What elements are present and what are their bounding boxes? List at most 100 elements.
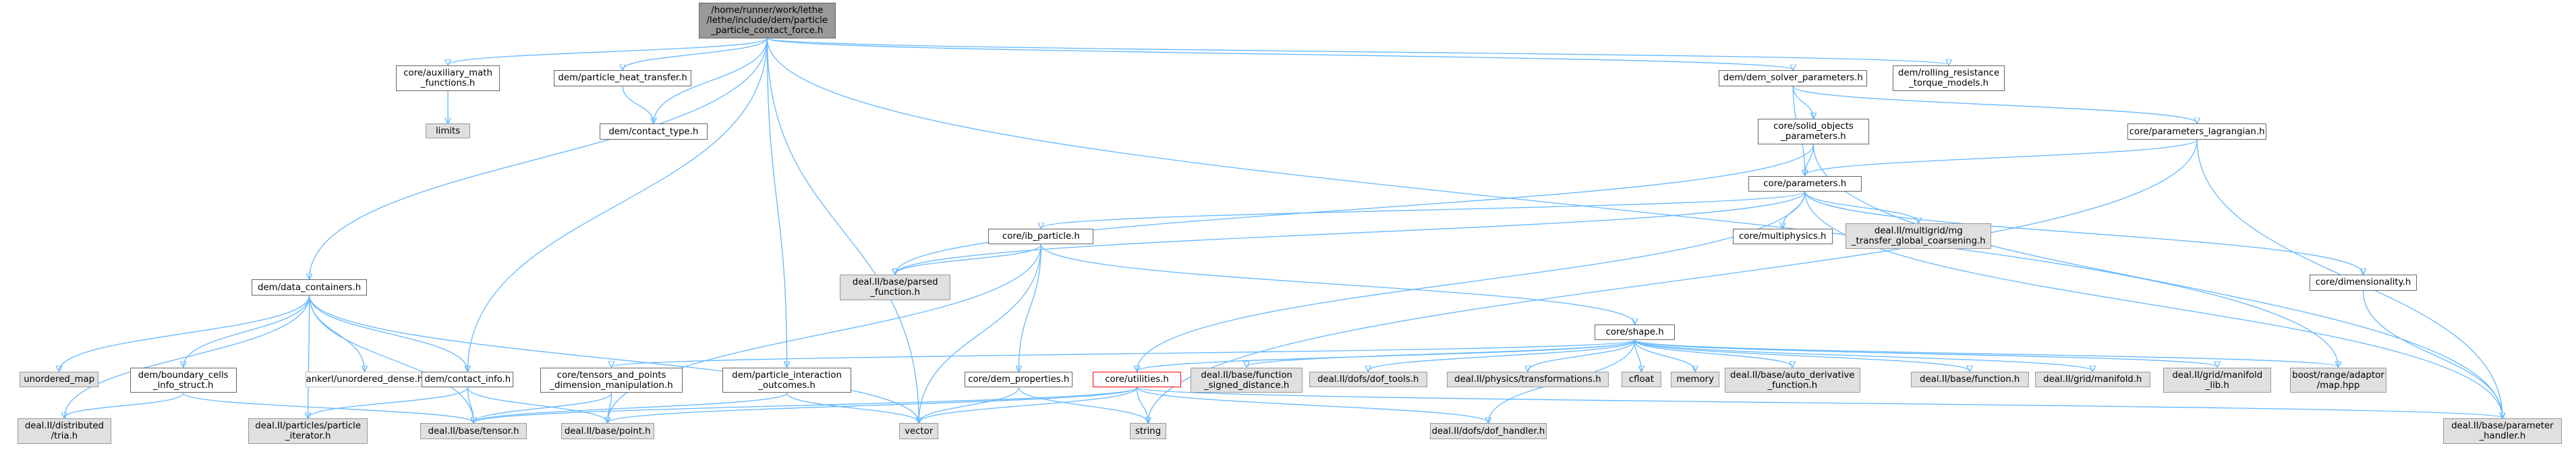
edge-util-to-tensor bbox=[474, 387, 1138, 422]
edge-dc-to-tensor bbox=[308, 295, 474, 423]
node-pfunc[interactable]: deal.II/base/parsed _function.h bbox=[840, 275, 950, 300]
edge-pio-to-tensor bbox=[474, 392, 788, 423]
node-unmap[interactable]: unordered_map bbox=[20, 372, 99, 388]
node-limits[interactable]: limits bbox=[425, 123, 471, 138]
node-autoder[interactable]: deal.II/base/auto_derivative _function.h bbox=[1725, 367, 1860, 393]
edge-util-to-point bbox=[608, 387, 1138, 422]
node-string[interactable]: string bbox=[1129, 423, 1167, 439]
node-mgt[interactable]: deal.II/multigrid/mg _transfer_global_co… bbox=[1845, 223, 1992, 249]
edge-params-to-mgt bbox=[1804, 191, 1918, 223]
node-memory[interactable]: memory bbox=[1671, 372, 1720, 388]
node-label: deal.II/base/auto_derivative _function.h bbox=[1730, 370, 1855, 391]
node-boost[interactable]: boost/range/adaptor /map.hpp bbox=[2290, 367, 2386, 393]
node-dof[interactable]: deal.II/dofs/dof_tools.h bbox=[1309, 372, 1427, 388]
node-util[interactable]: core/utilities.h bbox=[1093, 372, 1181, 388]
edge-util-to-vector bbox=[919, 387, 1138, 422]
node-label: deal.II/grid/manifold _lib.h bbox=[2172, 370, 2263, 391]
node-dimen[interactable]: core/dimensionality.h bbox=[2309, 275, 2417, 291]
edge-params-to-dimen bbox=[1804, 191, 2364, 274]
node-label: deal.II/dofs/dof_handler.h bbox=[1431, 426, 1545, 437]
edge-bci-to-dtria bbox=[64, 393, 184, 418]
edge-ibp-to-demprop bbox=[1019, 244, 1042, 371]
node-label: limits bbox=[435, 125, 461, 136]
node-label: core/tensors_and_points _dimension_manip… bbox=[550, 370, 673, 391]
edge-dc-to-unmap bbox=[59, 295, 310, 371]
edge-dc-to-vector bbox=[308, 295, 919, 423]
node-label: memory bbox=[1676, 374, 1714, 385]
edge-root-to-boost bbox=[766, 38, 2338, 367]
node-ankerl[interactable]: ankerl/unordered_dense.h bbox=[305, 372, 424, 388]
node-label: vector bbox=[905, 426, 934, 437]
edge-shape-to-fsd bbox=[1247, 339, 1636, 366]
node-pio[interactable]: dem/particle_interaction _outcomes.h bbox=[722, 367, 851, 393]
node-label: core/dem_properties.h bbox=[968, 374, 1070, 385]
node-multiphys[interactable]: core/multiphysics.h bbox=[1732, 228, 1833, 245]
node-plag[interactable]: core/parameters_lagrangian.h bbox=[2127, 123, 2267, 140]
edge-shape-to-tpdm bbox=[612, 339, 1636, 366]
node-demprop[interactable]: core/dem_properties.h bbox=[965, 372, 1073, 388]
edge-root-to-ctype bbox=[654, 38, 768, 123]
node-label: core/shape.h bbox=[1605, 327, 1664, 338]
node-vector[interactable]: vector bbox=[899, 423, 939, 439]
edge-sop-to-phand bbox=[1812, 144, 2502, 418]
edge-ibp-to-vector bbox=[919, 244, 1042, 422]
node-tpdm[interactable]: core/tensors_and_points _dimension_manip… bbox=[540, 367, 683, 393]
edge-root-to-rrt bbox=[766, 38, 1949, 65]
node-phys[interactable]: deal.II/physics/transformations.h bbox=[1447, 372, 1609, 388]
node-dofh[interactable]: deal.II/dofs/dof_handler.h bbox=[1429, 423, 1547, 439]
edge-dimen-to-phand bbox=[2362, 290, 2502, 418]
edge-dsp-to-plag bbox=[1792, 86, 2197, 123]
edge-shape-to-gmani bbox=[1634, 339, 2093, 371]
node-gmanil[interactable]: deal.II/grid/manifold _lib.h bbox=[2163, 367, 2272, 393]
node-point[interactable]: deal.II/base/point.h bbox=[561, 423, 654, 439]
node-label: ankerl/unordered_dense.h bbox=[306, 374, 424, 385]
node-label: core/dimensionality.h bbox=[2315, 277, 2411, 288]
node-ppi[interactable]: deal.II/particles/particle _iterator.h bbox=[248, 418, 368, 444]
node-params[interactable]: core/parameters.h bbox=[1748, 175, 1862, 192]
node-label: core/solid_objects _parameters.h bbox=[1773, 121, 1854, 142]
node-fsd[interactable]: deal.II/base/function _signed_distance.h bbox=[1191, 367, 1303, 393]
node-label: deal.II/particles/particle _iterator.h bbox=[255, 421, 362, 442]
node-gmani[interactable]: deal.II/grid/manifold.h bbox=[2034, 372, 2150, 388]
edge-plag-to-params bbox=[1805, 139, 2198, 175]
node-sop[interactable]: core/solid_objects _parameters.h bbox=[1757, 119, 1870, 144]
node-dc[interactable]: dem/data_containers.h bbox=[251, 279, 368, 296]
node-dtria[interactable]: deal.II/distributed /tria.h bbox=[18, 418, 111, 444]
node-phand[interactable]: deal.II/base/parameter _handler.h bbox=[2443, 418, 2562, 444]
node-dsp[interactable]: dem/dem_solver_parameters.h bbox=[1719, 70, 1868, 86]
node-label: core/parameters.h bbox=[1763, 178, 1847, 189]
edge-shape-to-autoder bbox=[1634, 339, 1793, 366]
node-label: deal.II/dofs/dof_tools.h bbox=[1317, 374, 1419, 385]
node-bfunc[interactable]: deal.II/base/function.h bbox=[1910, 372, 2029, 388]
edge-dc-to-cinfo bbox=[308, 295, 468, 371]
edge-root-to-dsp bbox=[766, 38, 1793, 70]
edge-root-to-vector bbox=[766, 38, 919, 423]
node-label: core/parameters_lagrangian.h bbox=[2129, 126, 2265, 137]
node-label: dem/contact_info.h bbox=[424, 374, 511, 385]
node-root[interactable]: /home/runner/work/lethe /lethe/include/d… bbox=[699, 3, 836, 38]
node-aux[interactable]: core/auxiliary_math _functions.h bbox=[396, 65, 500, 91]
node-shape[interactable]: core/shape.h bbox=[1595, 324, 1676, 341]
node-cfloat[interactable]: cfloat bbox=[1622, 372, 1661, 388]
node-pht[interactable]: dem/particle_heat_transfer.h bbox=[553, 70, 692, 86]
edge-tpdm-to-tensor bbox=[474, 393, 612, 423]
node-cinfo[interactable]: dem/contact_info.h bbox=[422, 372, 514, 388]
node-ibp[interactable]: core/ib_particle.h bbox=[988, 228, 1094, 245]
node-ctype[interactable]: dem/contact_type.h bbox=[600, 123, 708, 140]
node-label: dem/rolling_resistance _torque_models.h bbox=[1898, 67, 2000, 88]
node-bci[interactable]: dem/boundary_cells _info_struct.h bbox=[130, 367, 237, 393]
edge-demprop-to-vector bbox=[919, 387, 1019, 422]
node-tensor[interactable]: deal.II/base/tensor.h bbox=[420, 423, 527, 439]
edge-cinfo-to-ppi bbox=[308, 387, 468, 418]
node-label: core/auxiliary_math _functions.h bbox=[403, 67, 492, 88]
node-label: dem/contact_type.h bbox=[608, 126, 699, 137]
node-rrt[interactable]: dem/rolling_resistance _torque_models.h bbox=[1893, 65, 2005, 91]
edge-root-to-dc bbox=[310, 38, 768, 279]
node-label: cfloat bbox=[1628, 374, 1654, 385]
edge-shape-to-dof bbox=[1368, 339, 1636, 371]
node-label: deal.II/multigrid/mg _transfer_global_co… bbox=[1851, 225, 1986, 246]
edge-root-to-pio bbox=[766, 38, 786, 367]
node-label: boost/range/adaptor /map.hpp bbox=[2292, 370, 2384, 391]
node-label: core/ib_particle.h bbox=[1002, 231, 1080, 242]
